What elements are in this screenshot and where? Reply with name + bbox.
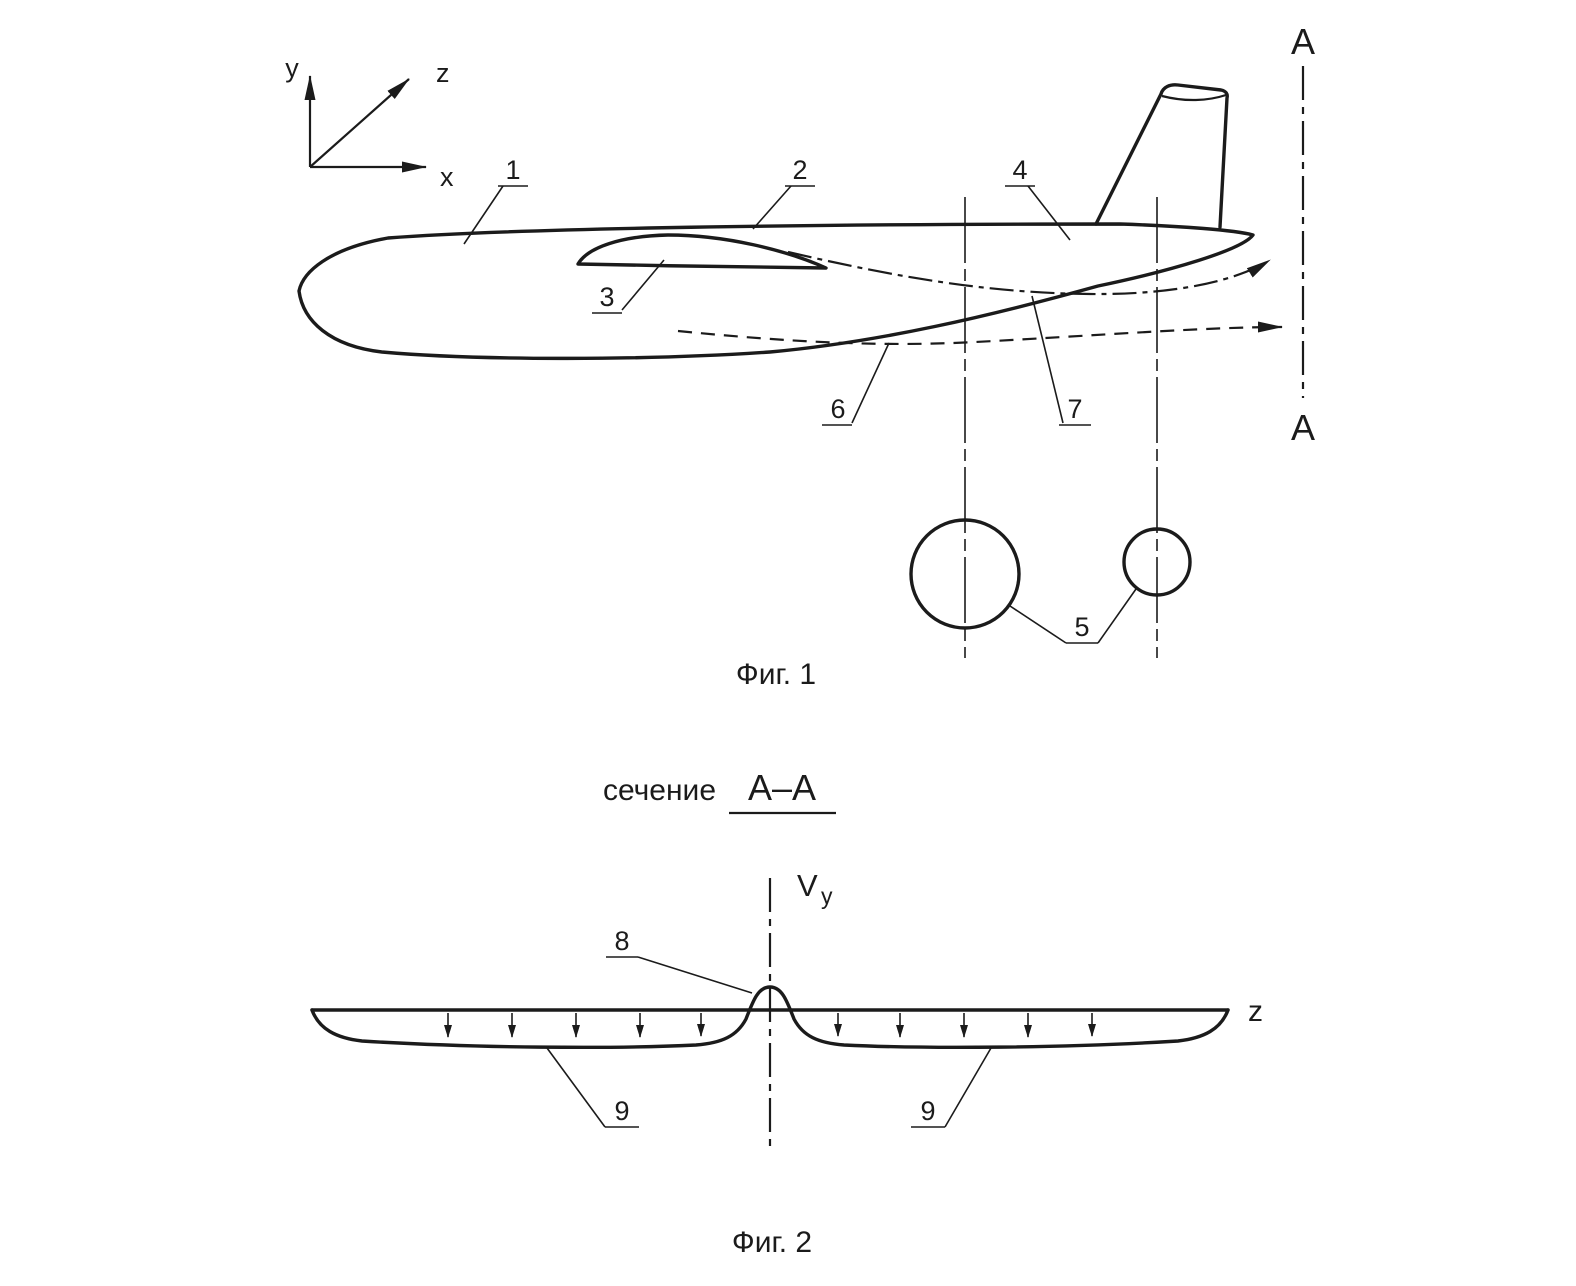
vortex-circle-large (909, 518, 1021, 630)
fuselage-outline (297, 222, 1255, 361)
callout-4-label: 4 (1012, 155, 1027, 185)
callout-6-label: 6 (830, 394, 845, 424)
y-axis-label: y (285, 53, 299, 83)
callout-8-label: 8 (614, 926, 629, 956)
callout-7-leader (1031, 295, 1064, 424)
callout-5-leader-right (1097, 588, 1137, 644)
callout-9-left-label: 9 (614, 1096, 629, 1126)
wing-airfoil (576, 233, 828, 270)
figure-2: сечение А–А V y z (310, 767, 1263, 1259)
tail-fin-tip-line (1161, 93, 1227, 102)
callout-3-leader (621, 259, 665, 311)
section-title-name: А–А (748, 767, 816, 808)
callout-4-leader (1027, 185, 1071, 241)
wing-lower-contour (310, 985, 1230, 1050)
fig1-caption: Фиг. 1 (736, 658, 816, 691)
callout-7-label: 7 (1067, 394, 1082, 424)
callout-9-left-leader (546, 1047, 606, 1128)
fig1-section-aa: А А (1291, 21, 1315, 448)
fig2-axes: V y z (768, 868, 1263, 1150)
fig1-coordinate-axes: y z x (285, 53, 454, 192)
fig2-section-title: сечение А–А (603, 767, 836, 815)
z-axis-label: z (436, 58, 450, 88)
flow-curve-dashdot (787, 250, 1271, 296)
contour-curve-dashed (677, 321, 1283, 346)
fig2-caption: Фиг. 2 (732, 1226, 812, 1259)
fig2-velocity-arrows (444, 1013, 1096, 1038)
callout-2-leader (752, 185, 792, 230)
fig1-callouts: 1 2 3 4 6 7 5 (463, 155, 1137, 644)
section-marker-top: А (1291, 21, 1315, 62)
section-title-word: сечение (603, 774, 716, 807)
callout-9-right-leader (944, 1047, 992, 1128)
fig2-z-axis-label: z (1248, 995, 1263, 1028)
callout-1-leader (463, 185, 504, 245)
callout-3-label: 3 (599, 282, 614, 312)
tail-fin (1094, 83, 1229, 229)
section-marker-bottom: А (1291, 407, 1315, 448)
z-axis-arrow (309, 78, 410, 168)
fig1-aircraft (297, 83, 1255, 361)
callout-9-right-label: 9 (920, 1096, 935, 1126)
vy-axis-label: V (797, 868, 818, 903)
callout-1-label: 1 (505, 155, 520, 185)
callout-2-label: 2 (792, 155, 807, 185)
callout-5-label: 5 (1074, 612, 1089, 642)
fig1-section-planes (909, 197, 1192, 658)
callout-8-leader (637, 956, 753, 994)
fig2-callouts: 8 9 9 (546, 926, 992, 1128)
callout-6-leader (851, 342, 890, 424)
callout-5-leader-left (1009, 605, 1067, 644)
fig2-wing-section (310, 985, 1230, 1050)
figure-1: y z x А А 1 (285, 21, 1315, 691)
vortex-circle-small (1122, 527, 1192, 597)
vy-axis-subscript: y (821, 883, 833, 909)
fig1-flow-curves (677, 250, 1283, 346)
x-axis-label: x (440, 162, 454, 192)
